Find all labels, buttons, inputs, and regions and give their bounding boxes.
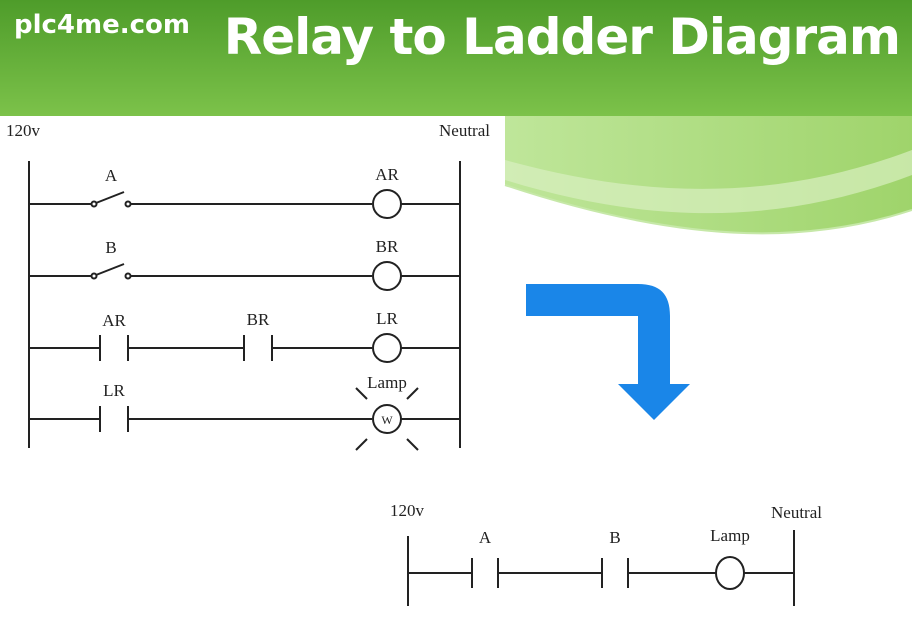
ladder-right-rail-label: Neutral [771,503,822,522]
switch-a-label: A [105,166,118,185]
contact-br-label: BR [247,310,270,329]
ladder-contact-a-label: A [479,528,492,547]
switch-a [95,191,125,204]
coil-br-label: BR [376,237,399,256]
site-name: plc4me.com [14,10,190,40]
relay-left-rail-label: 120v [6,121,41,140]
ladder-contact-b-label: B [609,528,620,547]
ladder-lamp-output [715,556,745,590]
lamp-w-label: W [381,413,393,427]
ladder-diagram: 120v Neutral A B Lamp [390,501,822,606]
switch-b-label: B [105,238,116,257]
ladder-lamp-label: Lamp [710,526,750,545]
contact-ar-label: AR [102,311,126,330]
contact-lr-label: LR [103,381,125,400]
ladder-left-rail-label: 120v [390,501,425,520]
switch-b [95,263,125,276]
page-title: Relay to Ladder Diagram [223,8,901,66]
header-banner [0,0,912,235]
arrow-down-icon [526,284,690,420]
relay-diagram: 120v Neutral [0,116,504,456]
relay-right-rail-label: Neutral [439,121,490,140]
coil-ar-label: AR [375,165,399,184]
coil-lr-label: LR [376,309,398,328]
lamp-label: Lamp [367,373,407,392]
